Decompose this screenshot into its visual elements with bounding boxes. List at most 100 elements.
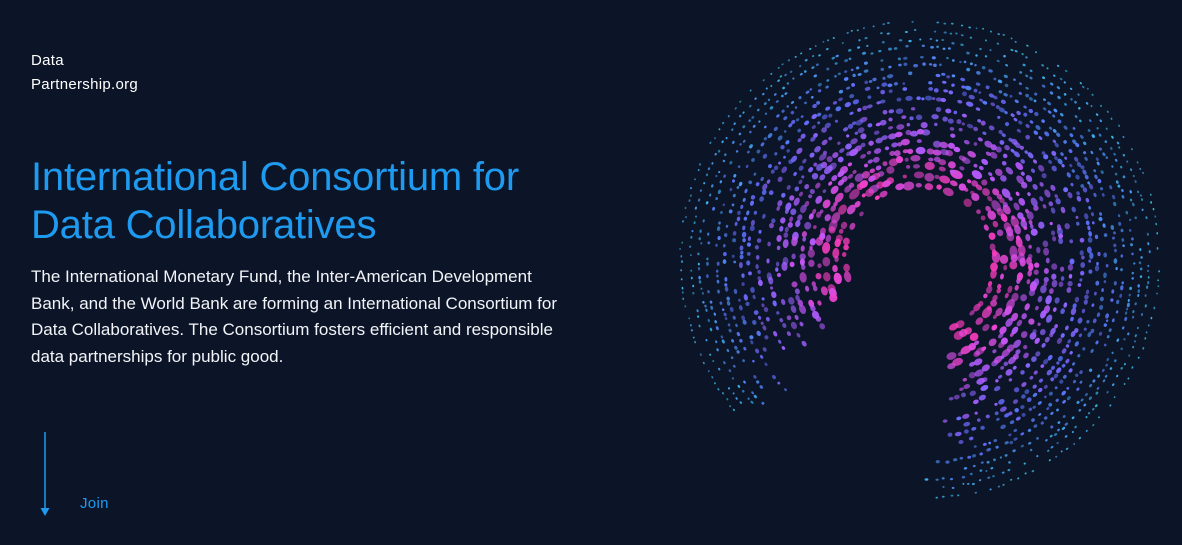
graphic-dot bbox=[881, 180, 891, 188]
graphic-dot bbox=[884, 146, 890, 151]
graphic-dot bbox=[1016, 110, 1021, 116]
graphic-dot bbox=[1051, 165, 1057, 172]
graphic-dot bbox=[1138, 261, 1142, 265]
graphic-dot bbox=[930, 45, 934, 49]
graphic-dot bbox=[1156, 232, 1159, 235]
graphic-dot bbox=[958, 183, 967, 191]
graphic-dot bbox=[1103, 233, 1108, 237]
graphic-dot bbox=[1030, 168, 1036, 173]
graphic-dot bbox=[1040, 421, 1044, 425]
graphic-dot bbox=[1048, 459, 1051, 462]
graphic-dot bbox=[988, 441, 992, 445]
graphic-dot bbox=[949, 180, 958, 187]
graphic-dot bbox=[717, 189, 721, 194]
graphic-dot bbox=[1139, 167, 1142, 171]
graphic-dot bbox=[966, 179, 972, 184]
graphic-dot bbox=[858, 39, 861, 42]
graphic-dot bbox=[1004, 413, 1010, 418]
graphic-dot bbox=[1060, 450, 1063, 453]
graphic-dot bbox=[731, 377, 735, 380]
graphic-dot bbox=[1017, 244, 1026, 257]
graphic-dot bbox=[1064, 435, 1068, 438]
graphic-dot bbox=[995, 105, 1000, 109]
graphic-dot bbox=[1003, 222, 1012, 232]
graphic-dot bbox=[819, 323, 826, 330]
graphic-dot bbox=[781, 192, 786, 198]
graphic-dot bbox=[1059, 77, 1063, 81]
graphic-dot bbox=[1049, 91, 1054, 95]
graphic-dot bbox=[976, 209, 981, 215]
graphic-dot bbox=[1038, 221, 1045, 229]
graphic-dot bbox=[1052, 128, 1057, 133]
graphic-dot bbox=[888, 117, 893, 122]
graphic-dot bbox=[864, 37, 868, 40]
graphic-dot bbox=[987, 195, 993, 202]
graphic-dot bbox=[1131, 366, 1134, 369]
graphic-dot bbox=[882, 76, 886, 80]
graphic-dot bbox=[721, 140, 724, 144]
graphic-dot bbox=[1085, 220, 1090, 226]
graphic-dot bbox=[994, 411, 999, 416]
graphic-dot bbox=[1034, 337, 1040, 344]
graphic-dot bbox=[1072, 379, 1077, 384]
graphic-dot bbox=[1113, 243, 1117, 248]
graphic-dot bbox=[743, 346, 747, 351]
graphic-dot bbox=[888, 158, 899, 167]
graphic-dot bbox=[1050, 445, 1054, 449]
graphic-dot bbox=[1025, 56, 1028, 59]
graphic-dot bbox=[837, 72, 841, 76]
graphic-dot bbox=[1004, 83, 1009, 88]
graphic-dot bbox=[1013, 117, 1018, 122]
graphic-dot bbox=[994, 402, 998, 406]
graphic-dot bbox=[798, 191, 804, 197]
graphic-dot bbox=[732, 364, 736, 368]
graphic-dot bbox=[1018, 82, 1022, 86]
graphic-dot bbox=[1025, 175, 1033, 182]
graphic-dot bbox=[1128, 354, 1131, 357]
graphic-dot bbox=[815, 195, 823, 204]
graphic-dot bbox=[959, 387, 964, 391]
graphic-dot bbox=[734, 107, 737, 110]
graphic-dot bbox=[753, 210, 758, 215]
graphic-dot bbox=[722, 203, 725, 207]
graphic-dot bbox=[1098, 133, 1102, 137]
graphic-dot bbox=[1075, 373, 1079, 377]
graphic-dot bbox=[808, 259, 815, 268]
graphic-dot bbox=[755, 348, 760, 354]
site-logo[interactable]: Data Partnership.org bbox=[31, 49, 191, 97]
graphic-dot bbox=[1101, 193, 1105, 197]
graphic-dot bbox=[1061, 390, 1066, 396]
graphic-dot bbox=[750, 194, 756, 200]
arrow-down-icon[interactable] bbox=[38, 432, 52, 518]
graphic-dot bbox=[833, 272, 842, 285]
graphic-dot bbox=[789, 261, 795, 268]
graphic-dot bbox=[1074, 115, 1078, 119]
join-link[interactable]: Join bbox=[80, 495, 109, 512]
graphic-dot bbox=[1038, 164, 1045, 172]
graphic-dot bbox=[726, 398, 729, 401]
graphic-dot bbox=[815, 236, 824, 246]
graphic-dot bbox=[1028, 97, 1033, 101]
graphic-dot bbox=[849, 222, 856, 230]
graphic-dot bbox=[1099, 187, 1104, 191]
graphic-dot bbox=[995, 168, 1003, 176]
graphic-dot bbox=[1040, 285, 1047, 294]
graphic-dot bbox=[1108, 328, 1112, 332]
graphic-dot bbox=[903, 181, 915, 191]
graphic-dot bbox=[721, 339, 725, 344]
graphic-dot bbox=[908, 39, 912, 43]
graphic-dot bbox=[891, 142, 898, 148]
graphic-dot bbox=[1058, 281, 1064, 288]
graphic-dot bbox=[1056, 367, 1062, 374]
graphic-dot bbox=[1009, 94, 1013, 98]
graphic-dot bbox=[784, 208, 790, 214]
graphic-dot bbox=[856, 183, 864, 190]
graphic-dot bbox=[915, 114, 923, 121]
graphic-dot bbox=[1033, 130, 1039, 135]
graphic-dot bbox=[749, 144, 753, 149]
graphic-dot bbox=[1025, 234, 1031, 242]
graphic-dot bbox=[970, 190, 975, 196]
graphic-dot bbox=[757, 269, 761, 274]
graphic-dot bbox=[1029, 223, 1034, 230]
graphic-dot bbox=[874, 195, 880, 200]
